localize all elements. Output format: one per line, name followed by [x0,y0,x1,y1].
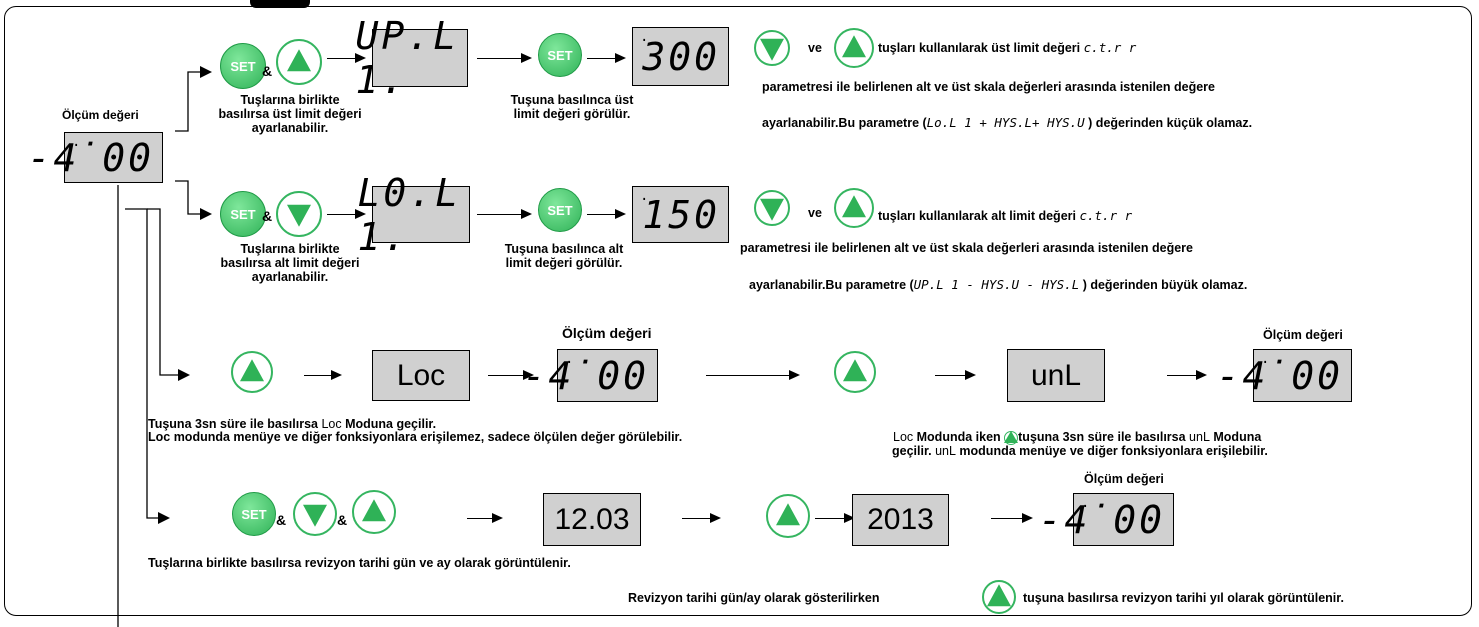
flow-arrow [587,53,626,63]
row3-right-line1: Loc Modunda iken tuşuna 3sn süre ile bas… [893,430,1262,445]
row2-desc-line2: parametresi ile belirlenen alt ve üst sk… [740,241,1193,255]
up-arrow-button[interactable] [276,39,322,85]
row4-caption2-a: Revizyon tarihi gün/ay olarak gösterilir… [628,591,880,605]
flow-arrow [467,513,503,523]
display-measurement: ·-4̇00 [1217,349,1352,402]
flow-arrow [477,209,532,219]
flow-arrow [304,370,342,380]
olcum-label-main: Ölçüm değeri [62,108,139,122]
flow-arrow [477,53,532,63]
ampersand: & [337,512,348,528]
down-arrow-icon [754,190,790,226]
display-loc: Loc [372,350,470,401]
display-revision-year: 2013 [852,494,949,546]
row1-desc-line2: parametresi ile belirlenen alt ve üst sk… [762,80,1215,94]
row1-desc-line1: tuşları kullanılarak üst limit değeri c.… [878,40,1137,56]
up-arrow-icon [834,188,874,228]
down-arrow-icon [754,30,790,66]
flow-arrow [815,513,855,523]
top-tab [250,0,310,8]
row2-set-caption: Tuşuna basılınca alt limit değeri görülü… [504,242,624,270]
row2-desc-ve: ve [808,206,822,220]
up-arrow-button[interactable] [834,351,876,393]
down-arrow-button[interactable] [276,191,322,237]
row4-caption2-b: tuşuna basılırsa revizyon tarihi yıl ola… [1023,591,1344,605]
flow-arrow [327,53,366,63]
ampersand: & [276,512,287,528]
row3-right-line2: geçilir. unL modunda menüye ve diğer fon… [892,444,1268,458]
row2-desc-line3: ayarlanabilir.Bu parametre (UP.L 1 - HYS… [749,277,1248,293]
flow-arrow [706,370,800,380]
up-arrow-icon [834,28,874,68]
flow-arrow [488,370,534,380]
main-display: ·-4̇00 [28,132,163,183]
flow-arrow [682,513,721,523]
flow-arrow [327,209,366,219]
display-upl1: UP.L 1. [355,14,468,102]
flow-arrow [991,513,1033,523]
up-arrow-icon [982,580,1016,614]
row2-desc-line1: tuşları kullanılarak alt limit değeri c.… [878,208,1133,224]
up-arrow-button[interactable] [231,351,273,393]
set-button[interactable]: SET [538,188,582,232]
set-button[interactable]: SET [232,492,276,536]
display-lol1: L0.L 1. [357,171,470,259]
set-button[interactable]: SET [220,43,266,89]
display-revision-day-month: 12.03 [543,493,641,546]
display-upper-limit: ·300 [632,27,729,86]
flow-arrow [587,209,626,219]
up-arrow-icon [1004,430,1019,445]
set-button[interactable]: SET [220,191,266,237]
row1-desc-line3: ayarlanabilir.Bu parametre (Lo.L 1 + HYS… [762,115,1253,131]
set-button[interactable]: SET [538,33,582,77]
olcum-label: Ölçüm değeri [1263,328,1343,342]
down-arrow-button[interactable] [293,492,337,536]
row1-buttons-caption: Tuşlarına birlikte basılırsa üst limit d… [218,93,362,135]
row1-set-caption: Tuşuna basılınca üst limit değeri görülü… [510,93,634,121]
row1-desc-ve: ve [808,41,822,55]
flow-arrow [1167,370,1207,380]
olcum-label: Ölçüm değeri [562,325,652,341]
display-measurement: ·-4̇00 [1039,493,1174,546]
display-measurement: ·-4̇00 [523,349,658,402]
diagram-frame [4,6,1472,616]
row4-caption1: Tuşlarına birlikte basılırsa revizyon ta… [148,556,571,570]
up-arrow-button[interactable] [352,490,396,534]
row3-line1: Tuşuna 3sn süre ile basılırsa Loc Moduna… [148,417,437,431]
display-unl: unL [1007,349,1105,402]
olcum-label: Ölçüm değeri [1084,472,1164,486]
ampersand: & [262,63,273,79]
ampersand: & [262,208,273,224]
row2-buttons-caption: Tuşlarına birlikte basılırsa alt limit d… [220,242,360,284]
flow-arrow [935,370,976,380]
up-arrow-button[interactable] [766,494,810,538]
display-lower-limit: ·150 [632,186,729,243]
row3-line2: Loc modunda menüye ve diğer fonksiyonlar… [148,430,683,444]
